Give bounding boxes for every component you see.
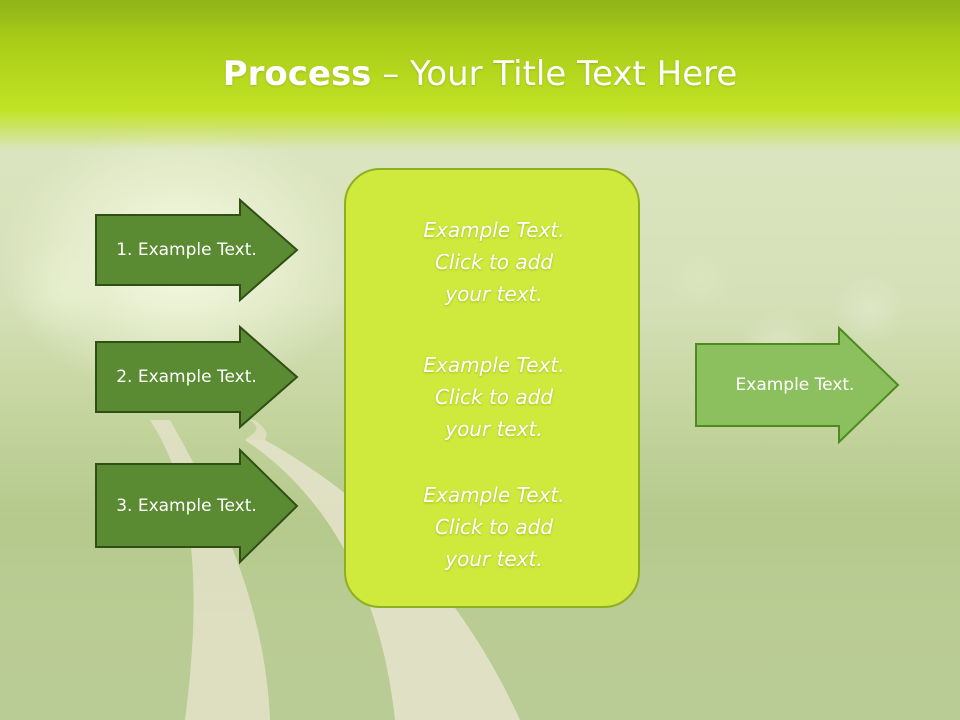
right-arrow-label: Example Text.: [735, 375, 855, 395]
title-rest: – Your Title Text Here: [371, 54, 738, 94]
center-block-1-line-1: Example Text.: [423, 218, 565, 242]
left-arrow-3-label: 3. Example Text.: [116, 496, 257, 516]
center-block-3-line-1: Example Text.: [423, 483, 565, 507]
left-arrow-2[interactable]: 2. Example Text.: [95, 324, 299, 430]
center-block-3-line-2: Click to add: [434, 515, 554, 539]
right-arrow[interactable]: Example Text.: [695, 325, 900, 445]
header-band: Process – Your Title Text Here: [0, 0, 960, 150]
center-text-block-1: Example Text. Click to add your text.: [346, 214, 642, 310]
center-block-2-line-1: Example Text.: [423, 353, 565, 377]
slide-title: Process – Your Title Text Here: [0, 54, 960, 94]
center-block-2-line-2: Click to add: [434, 385, 554, 409]
center-block-2-line-3: your text.: [445, 417, 543, 441]
left-arrow-1[interactable]: 1. Example Text.: [95, 197, 299, 303]
left-arrow-2-label: 2. Example Text.: [116, 367, 257, 387]
center-content-box[interactable]: Example Text. Click to add your text. Ex…: [344, 168, 640, 608]
left-arrow-3[interactable]: 3. Example Text.: [95, 447, 299, 565]
left-arrow-1-label: 1. Example Text.: [116, 240, 257, 260]
center-block-3-line-3: your text.: [445, 547, 543, 571]
center-text-block-3: Example Text. Click to add your text.: [346, 479, 642, 575]
center-text-block-2: Example Text. Click to add your text.: [346, 349, 642, 445]
title-bold: Process: [222, 54, 372, 94]
center-block-1-line-2: Click to add: [434, 250, 554, 274]
center-block-1-line-3: your text.: [445, 282, 543, 306]
